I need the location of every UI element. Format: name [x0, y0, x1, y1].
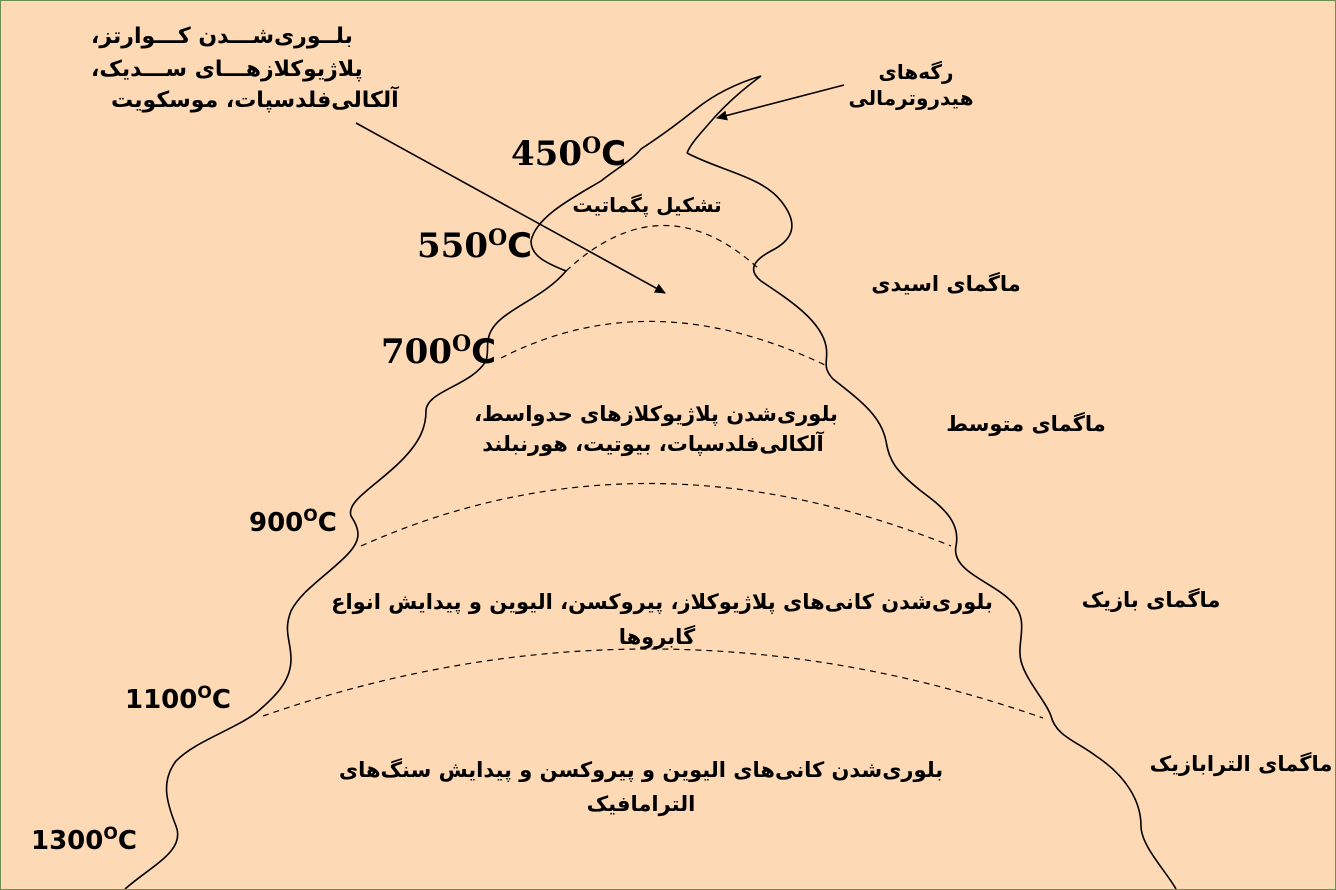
boundary-900: [360, 483, 952, 547]
ultrabasic-note-line1: بلوری‌شدن کانی‌های الیوین و پیروکسن و پی…: [339, 757, 943, 782]
magma-cone-peak: [640, 75, 762, 154]
magma-cone-left-outline: [124, 148, 642, 889]
temp-label-900: 900OC: [249, 506, 337, 538]
pegmatite-formation-label: تشکیل پگماتیت: [572, 193, 721, 218]
temp-label-700: 700OC: [381, 331, 496, 372]
zone-label-basic: ماگمای بازیک: [1082, 587, 1221, 612]
intermediate-note-line2: آلکالی‌فلدسپات، بیوتیت، هورنبلند: [482, 431, 824, 456]
temp-label-550: 550OC: [417, 225, 532, 266]
temp-label-450: 450OC: [511, 133, 626, 174]
zone-label-intermediate: ماگمای متوسط: [946, 411, 1106, 436]
temp-label-1300: 1300OC: [31, 824, 137, 856]
top-left-note-line2: پلاژیوکلازهـــای ســـدیک،: [91, 57, 363, 82]
ultrabasic-note-line2: الترامافیک: [587, 792, 696, 816]
arrow-to-acidic-zone: [355, 122, 666, 294]
top-left-note-line1: بلــوری‌شـــدن کـــوارتز،: [91, 24, 353, 49]
hydrothermal-veins-label-line2: هیدروترمالی: [848, 86, 973, 110]
boundary-700: [500, 320, 828, 367]
boundary-1100: [262, 648, 1044, 719]
zone-label-ultrabasic: ماگمای الترابازیک: [1150, 751, 1333, 776]
basic-note-line2: گابروها: [619, 624, 696, 649]
hydrothermal-veins-label-line1: رگه‌های: [879, 60, 954, 84]
intermediate-note-line1: بلوری‌شدن پلاژیوکلازهای حدواسط،: [474, 402, 838, 426]
arrow-to-hydrothermal-veins: [716, 84, 845, 121]
basic-note-line1: بلوری‌شدن کانی‌های پلاژیوکلاز، پیروکسن، …: [331, 590, 993, 614]
temp-label-1100: 1100OC: [125, 683, 231, 715]
top-left-note-line3: آلکالی‌فلدسپات، موسکویت: [111, 85, 399, 113]
zone-label-acidic: ماگمای اسیدی: [871, 271, 1020, 296]
magma-cone-right-outline: [686, 152, 1177, 889]
boundary-550: [565, 224, 760, 272]
